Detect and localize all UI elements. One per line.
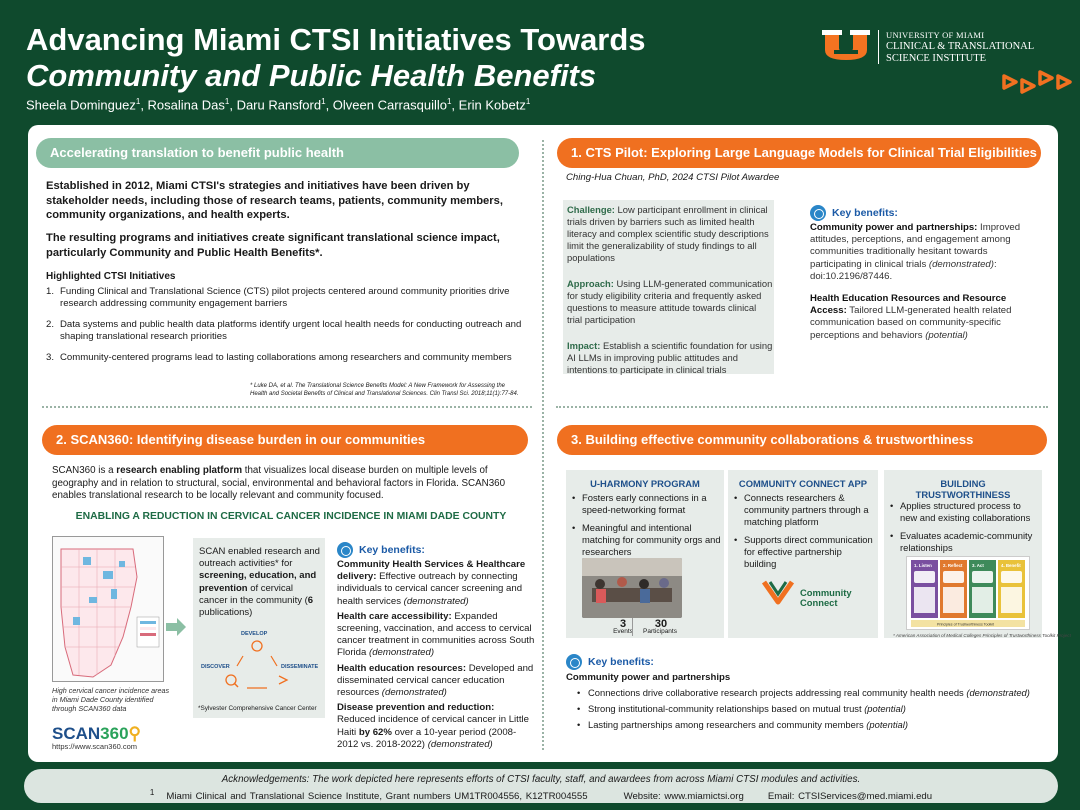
trustworthiness-list: Applies structured process to new and ex… xyxy=(888,500,1040,560)
map-caption: High cervical cancer incidence areas in … xyxy=(52,686,170,713)
scan360-logo: SCAN360⚲ xyxy=(52,724,141,743)
initiatives-title: Highlighted CTSI Initiatives xyxy=(46,271,176,282)
collab-heading: 3. Building effective community collabor… xyxy=(557,425,1047,455)
miami-dade-map xyxy=(52,536,164,682)
cycle-disseminate-label: DISSEMINATE xyxy=(281,664,319,670)
list-item: Meaningful and intentional matching for … xyxy=(570,522,722,558)
event-photo xyxy=(582,558,682,618)
pilot-key-benefits: Community power and partnerships: Improv… xyxy=(810,222,1021,341)
title-line-2: Community and Public Health Benefits xyxy=(26,58,597,93)
stat-divider xyxy=(632,618,633,636)
research-cycle-diagram: DEVELOP DISCOVER DISSEMINATE xyxy=(197,626,323,702)
collab-kb-heading: Community power and partnerships xyxy=(566,672,731,683)
step-act: 3. Act xyxy=(972,563,984,568)
arrow-right-icon xyxy=(166,618,186,636)
step-reflect: 2. Reflect xyxy=(943,563,963,568)
community-icon xyxy=(337,542,353,558)
author-list: Sheela Dominguez1, Rosalina Das1, Daru R… xyxy=(26,97,531,113)
intro-heading: Accelerating translation to benefit publ… xyxy=(36,138,519,168)
author: Daru Ransford xyxy=(236,97,322,113)
collab-key-benefits-header: Key benefits: xyxy=(566,654,654,670)
list-item: Supports direct communication for effect… xyxy=(732,534,876,570)
list-item: Lasting partnerships among researchers a… xyxy=(574,719,1030,731)
step-benefit: 4. Benefit xyxy=(1001,563,1021,568)
author: Olveen Carrasquillo xyxy=(332,97,447,113)
scan-heading: 2. SCAN360: Identifying disease burden i… xyxy=(42,425,528,455)
pilot-key-benefits-header: Key benefits: xyxy=(810,205,898,221)
list-item: Fosters early connections in a speed-net… xyxy=(570,492,722,516)
horizontal-divider-left xyxy=(42,406,532,408)
author: Erin Kobetz xyxy=(458,97,526,113)
scan-key-benefits: Community Health Services & Healthcare d… xyxy=(337,559,537,754)
aamc-footnote: * American Association of Medical Colleg… xyxy=(893,633,1071,638)
collab-key-benefits-list: Connections drive collaborative research… xyxy=(574,687,1030,735)
magnifier-icon: ⚲ xyxy=(128,724,141,743)
poster-title: Advancing Miami CTSI Initiatives Towards… xyxy=(26,22,646,94)
community-connect-logo-icon xyxy=(762,580,795,605)
scan-key-benefits-header: Key benefits: xyxy=(337,542,425,558)
website-link[interactable]: Website: www.miamictsi.org xyxy=(623,791,744,803)
community-connect-title: COMMUNITY CONNECT APP xyxy=(738,478,868,489)
email-link[interactable]: Email: CTSIServices@med.miami.edu xyxy=(767,791,933,803)
trustworthiness-title: BUILDING TRUSTWORTHINESS xyxy=(915,478,1011,500)
toolkit-label: Principles of Trustworthiness Toolkit xyxy=(937,623,994,627)
u-harmony-title: U-HARMONY PROGRAM xyxy=(590,478,700,489)
community-icon xyxy=(810,205,826,221)
list-item: 2.Data systems and public health data pl… xyxy=(46,319,522,342)
intro-paragraph-2: The resulting programs and initiatives c… xyxy=(46,232,500,259)
initiatives-list: 1.Funding Clinical and Translational Sci… xyxy=(46,286,532,373)
list-item: Connections drive collaborative research… xyxy=(574,687,1030,699)
events-count: 3 xyxy=(619,618,627,630)
cycle-develop-label: DEVELOP xyxy=(241,631,268,637)
benefit-item: Health care accessibility: Expanded scre… xyxy=(337,610,535,659)
challenge-text: Challenge: Low participant enrollment in… xyxy=(567,204,769,263)
events-label: Events xyxy=(613,628,633,635)
intro-paragraph-1: Established in 2012, Miami CTSI's strate… xyxy=(46,180,503,221)
scan360-link[interactable]: https://www.scan360.com xyxy=(52,742,138,751)
logo-divider xyxy=(878,30,879,64)
scan-subheading: ENABLING A REDUCTION IN CERVICAL CANCER … xyxy=(75,511,507,522)
author: Rosalina Das xyxy=(147,97,225,113)
logo-text: UNIVERSITY OF MIAMI CLINICAL & TRANSLATI… xyxy=(886,30,1035,64)
step-listen: 1. Listen xyxy=(914,563,932,568)
pilot-heading: 1. CTS Pilot: Exploring Large Language M… xyxy=(557,138,1041,168)
footer-bar: Acknowledgements: The work depicted here… xyxy=(24,769,1058,803)
title-line-1: Advancing Miami CTSI Initiatives Towards xyxy=(26,22,646,57)
trustworthiness-toolkit-graphic: 1. Listen 2. Reflect 3. Act 4. Benefit P… xyxy=(906,556,1030,630)
community-icon xyxy=(566,654,582,670)
sylvester-note: *Sylvester Comprehensive Cancer Center xyxy=(198,705,317,712)
um-ctsi-logo: UNIVERSITY OF MIAMI CLINICAL & TRANSLATI… xyxy=(822,28,1052,68)
benefit-item: Disease prevention and reduction: Reduce… xyxy=(337,702,529,750)
horizontal-divider-right xyxy=(556,406,1048,408)
participants-label: Participants xyxy=(643,628,677,635)
approach-text: Approach: Using LLM-generated communicat… xyxy=(567,278,773,325)
u-harmony-list: Fosters early connections in a speed-net… xyxy=(570,492,722,564)
list-item: Applies structured process to new and ex… xyxy=(888,500,1040,524)
benefit-item: Health education resources: Developed an… xyxy=(337,662,534,699)
scan-activities-text: SCAN enabled research and outreach activ… xyxy=(199,546,320,619)
cycle-discover-label: DISCOVER xyxy=(201,664,230,670)
u-logo-icon xyxy=(822,28,872,62)
list-item: Strong institutional-community relations… xyxy=(574,703,1030,715)
scan-intro: SCAN360 is a research enabling platform … xyxy=(52,465,506,501)
participants-count: 30 xyxy=(654,618,668,630)
author: Sheela Dominguez xyxy=(26,97,136,113)
list-item: 3.Community-centered programs lead to la… xyxy=(46,352,512,363)
benefit-item: Community Health Services & Healthcare d… xyxy=(337,559,526,607)
community-connect-list: Connects researchers & community partner… xyxy=(732,492,876,576)
vertical-divider xyxy=(542,140,544,750)
pilot-summary-box: Challenge: Low participant enrollment in… xyxy=(563,200,774,375)
list-item: Connects researchers & community partner… xyxy=(732,492,876,528)
reference-footnote: * Luke DA, et al. The Translational Scie… xyxy=(250,383,519,397)
impact-text: Impact: Establish a scientific foundatio… xyxy=(567,340,773,375)
list-item: Evaluates academic-community relationshi… xyxy=(888,530,1040,554)
acknowledgements: Acknowledgements: The work depicted here… xyxy=(221,774,861,785)
list-item: 1.Funding Clinical and Translational Sci… xyxy=(46,286,510,309)
pilot-awardee: Ching-Hua Chuan, PhD, 2024 CTSI Pilot Aw… xyxy=(566,172,780,183)
community-connect-logo-text: Community Connect xyxy=(800,587,852,608)
orange-chevrons-decoration xyxy=(1002,70,1072,94)
